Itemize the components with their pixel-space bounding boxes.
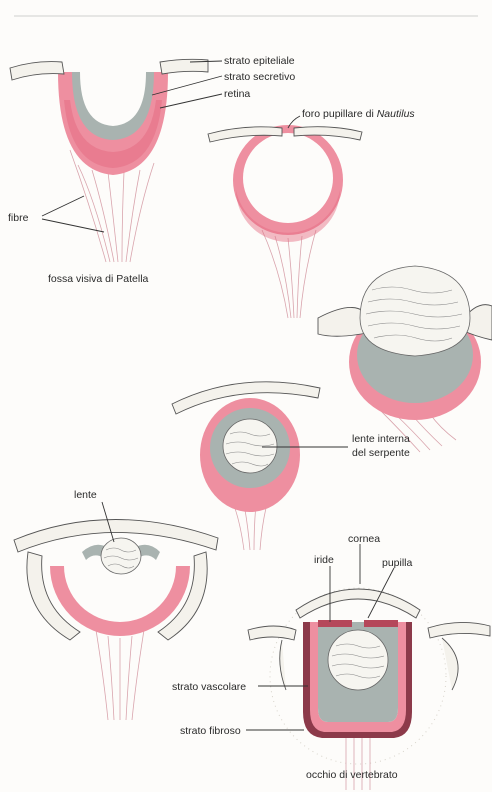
caption-patella: fossa visiva di Patella (48, 273, 149, 285)
label-strato-vascolare: strato vascolare (172, 681, 246, 693)
vertebrate-iris-left (318, 620, 352, 627)
label-nautilus-italic: Nautilus (377, 108, 416, 120)
lens-eye-right-lens (360, 266, 470, 356)
lens-eye-right (318, 266, 492, 452)
nautilus-chamber (243, 133, 333, 223)
caption-vertebrato: occhio di vertebrato (306, 769, 398, 781)
vertebrate-cornea (296, 589, 420, 618)
vertebrate-optic-nerve (346, 738, 370, 790)
label-foro-pupillare: foro pupillare di Nautilus (302, 108, 415, 120)
vertebrate-skin-right (428, 622, 490, 638)
label-strato-fibroso: strato fibroso (180, 725, 241, 737)
label-strato-epiteliale: strato epiteliale (224, 55, 295, 67)
nautilus-fibres (262, 230, 316, 318)
vertebrate-eye: cornea iride pupilla strato vascolare st… (172, 533, 490, 790)
snake-eye-lens (223, 419, 277, 473)
vertebrate-lens (328, 630, 388, 690)
label-strato-secretivo: strato secretivo (224, 71, 295, 83)
label-retina: retina (224, 88, 250, 100)
vertebrate-skin-left (248, 626, 296, 640)
label-foro-pupillare-text: foro pupillare di (302, 108, 377, 120)
label-lente: lente (74, 489, 97, 501)
label-cornea: cornea (348, 533, 380, 545)
patella-epithelium-left (10, 62, 64, 80)
lens-eye-left-lens (101, 538, 141, 574)
label-iride: iride (314, 554, 334, 566)
label-lente-interna: lente interna (352, 433, 410, 445)
vertebrate-iris-right (364, 620, 398, 627)
label-del-serpente: del serpente (352, 447, 410, 459)
label-fibre: fibre (8, 212, 29, 224)
label-pupilla: pupilla (382, 557, 413, 569)
lens-eye-left-fibres (96, 630, 144, 720)
